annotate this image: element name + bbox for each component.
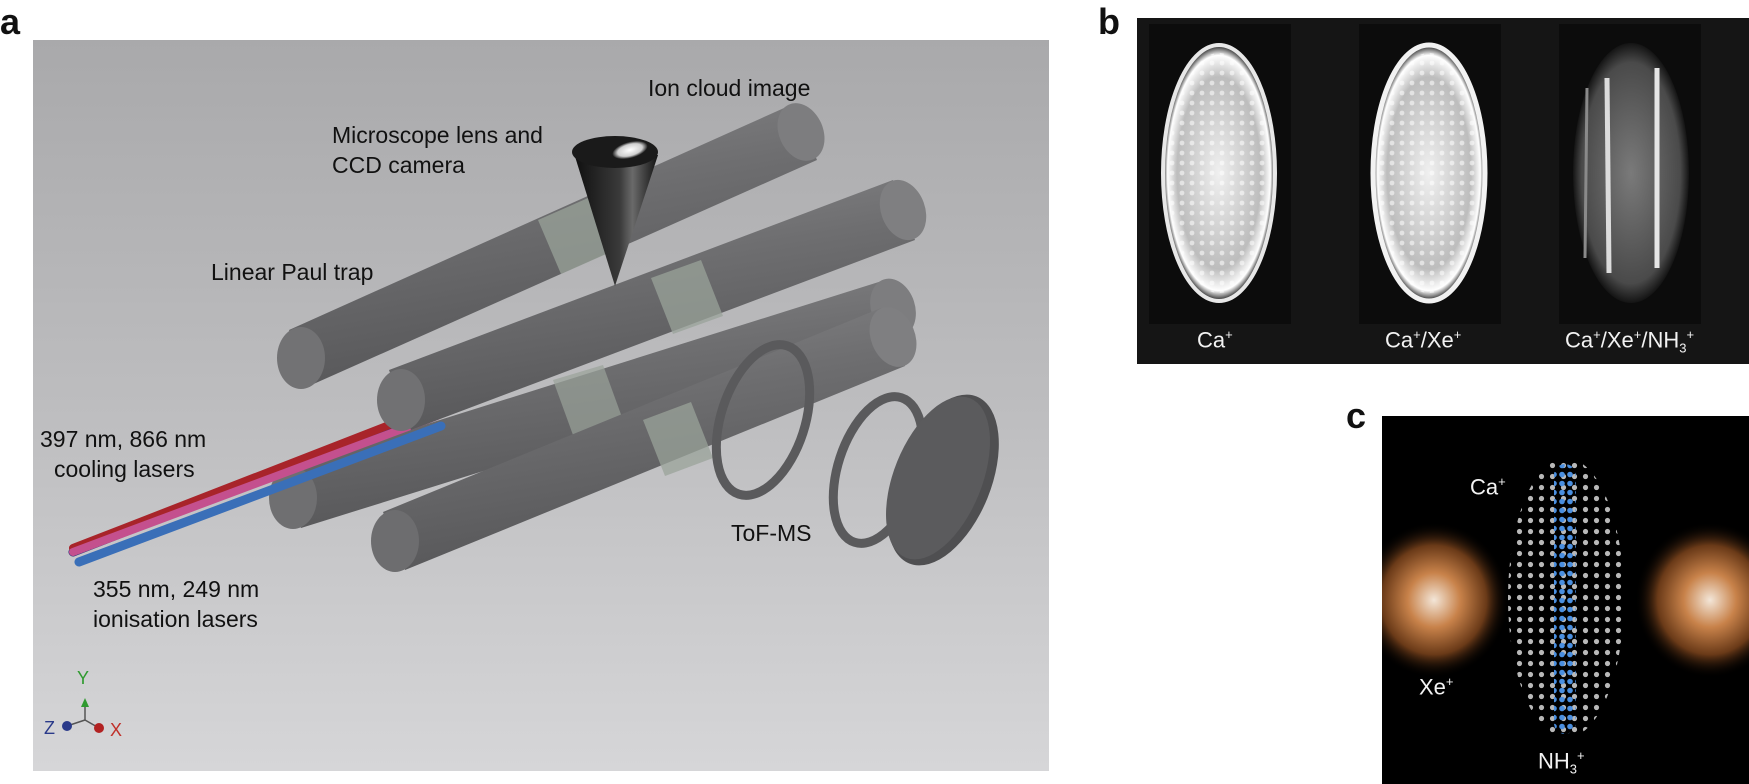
label-tof-ms: ToF-MS (731, 520, 812, 546)
b-caxe-rest: /Xe (1420, 327, 1454, 353)
label-c-ca: Ca+ (1470, 474, 1506, 500)
label-ion-cloud-image: Ion cloud image (648, 75, 811, 101)
c-xe-base: Xe (1419, 674, 1446, 700)
b-caxe-sup2: + (1453, 327, 1462, 342)
c-ca-sup: + (1498, 474, 1506, 489)
b-all-sup2: + (1633, 327, 1642, 342)
b-all-rest: /Xe (1600, 327, 1634, 353)
c-nh-base: NH (1538, 748, 1570, 774)
label-cooling-line1: 397 nm, 866 nm (40, 426, 207, 452)
label-linear-paul-trap: Linear Paul trap (211, 259, 374, 285)
c-xe-sup: + (1445, 674, 1454, 689)
nh3-string (1554, 464, 1576, 734)
trap-rod (371, 307, 917, 572)
c-nh-sub: 3 (1569, 761, 1578, 777)
microscope-cone (572, 136, 658, 286)
label-ionisation-line1: 355 nm, 249 nm (93, 576, 260, 602)
panel-letter-c: c (1346, 395, 1367, 436)
ion-image-ca-xe (1370, 42, 1488, 304)
xe-cloud-left (1382, 522, 1509, 678)
trap-rod (377, 179, 927, 431)
b-all-base: Ca (1565, 327, 1594, 353)
apparatus-schematic (33, 40, 1049, 771)
axis-triad (62, 698, 104, 733)
axis-label-z: Z (44, 718, 55, 738)
label-c-xe: Xe+ (1419, 674, 1454, 700)
b-all-sup3: + (1686, 327, 1695, 342)
panel-letter-a: a (0, 1, 21, 42)
tof-ms-rings (711, 340, 999, 566)
b-ca-sup: + (1225, 327, 1233, 342)
axis-label-y: Y (77, 668, 90, 688)
c-nh-sup: + (1577, 748, 1585, 763)
panel-letter-b: b (1098, 1, 1120, 42)
c-ca-base: Ca (1470, 474, 1499, 500)
simulation-image (1382, 416, 1749, 784)
b-all-sup1: + (1593, 327, 1601, 342)
label-b-ca: Ca+ (1197, 327, 1233, 353)
b-all-sub: 3 (1679, 340, 1687, 356)
label-b-ca-xe-nh3: Ca+/Xe+/NH3+ (1565, 327, 1694, 356)
axis-label-x: X (110, 720, 123, 740)
label-c-nh3: NH3+ (1538, 748, 1585, 777)
ion-image-ca-xe-nh3 (1573, 43, 1689, 303)
label-cooling-line2: cooling lasers (54, 456, 195, 482)
label-microscope-line1: Microscope lens and (332, 122, 543, 148)
label-ionisation-line2: ionisation lasers (93, 606, 258, 632)
xe-cloud-right (1635, 522, 1749, 678)
ion-image-ca (1161, 43, 1277, 303)
b-caxe-base: Ca (1385, 327, 1414, 353)
trap-rod (277, 103, 825, 389)
ion-image-strip (1137, 18, 1749, 364)
laser-beams (68, 404, 446, 567)
b-ca-base: Ca (1197, 327, 1226, 353)
label-microscope-line2: CCD camera (332, 152, 465, 178)
label-b-ca-xe: Ca+/Xe+ (1385, 327, 1461, 353)
b-caxe-sup1: + (1413, 327, 1421, 342)
b-all-tail: /NH (1641, 327, 1680, 353)
